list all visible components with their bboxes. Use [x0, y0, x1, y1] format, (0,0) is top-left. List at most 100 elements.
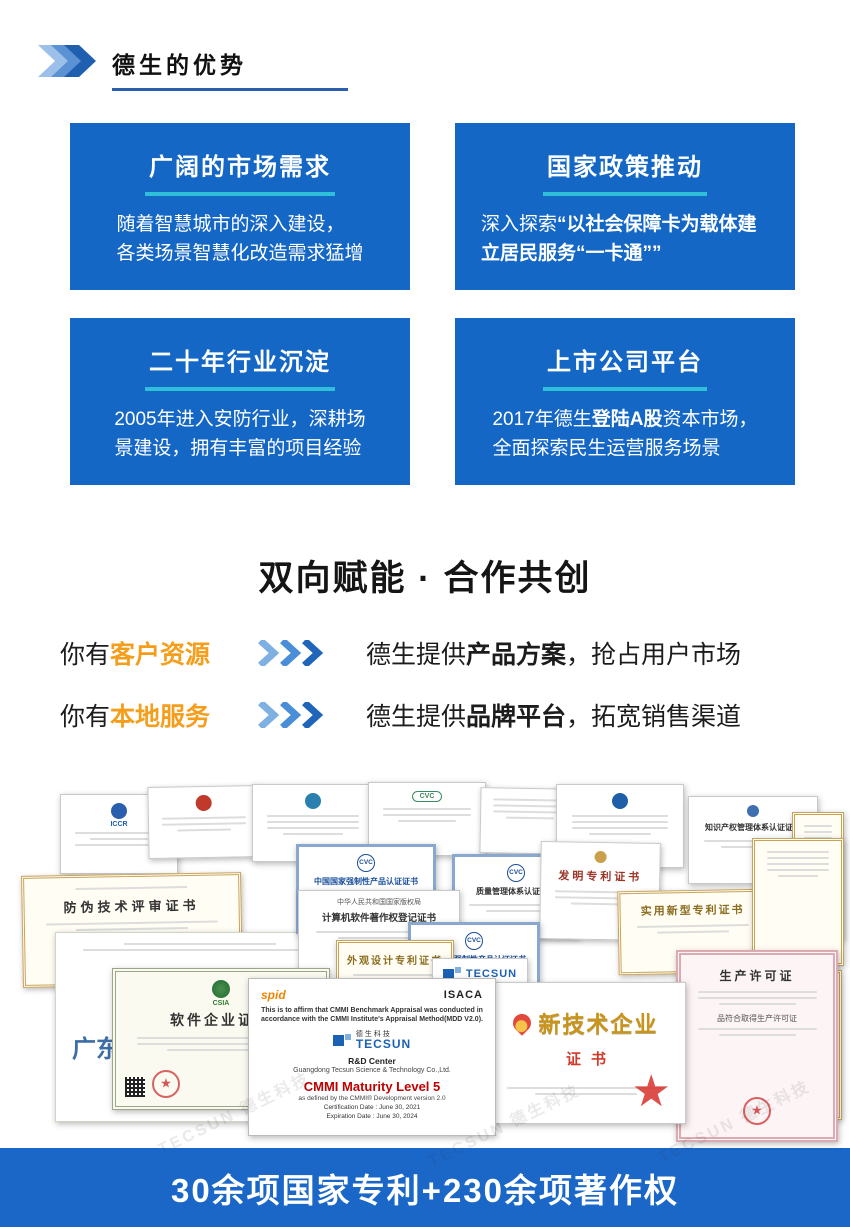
banner-text: 30余项国家专利+230余项著作权: [170, 1171, 680, 1209]
triple-chevron-icon: [258, 640, 366, 666]
offer-suffix: ，抢占用户市场: [566, 641, 742, 669]
cmmi-dept: R&D Center: [348, 1055, 396, 1066]
certificate: CVC: [368, 782, 486, 856]
certificate-subtitle: 证书: [565, 1051, 616, 1068]
certificate-hitech-enterprise: 新技术企业 证书: [486, 982, 686, 1124]
decor-lines: [62, 939, 338, 955]
label-highlight: 本地服务: [110, 703, 211, 731]
decor-lines: [122, 1033, 320, 1055]
card-title: 广阔的市场需求: [145, 147, 335, 196]
certificate-production-license: 生产许可证 品符合取得生产许可证: [676, 950, 838, 1142]
decor-lines: [305, 927, 453, 943]
card-body: 2005年进入安防行业，深耕场 景建设，拥有丰富的项目经验: [114, 406, 365, 463]
card-text-bold: 登陆A股: [591, 409, 663, 430]
emblem-icon: [594, 850, 607, 864]
label-prefix: 你有: [60, 641, 111, 669]
card-title: 二十年行业沉淀: [145, 342, 335, 391]
decor-lines: [687, 987, 827, 1009]
certificate-cmmi: spid ISACA This is to affirm that CMMI B…: [248, 978, 496, 1136]
company-name-cn: 德生科技: [355, 1030, 392, 1038]
certificate-title: 外观设计专利证书: [347, 956, 443, 967]
advantage-card-market: 广阔的市场需求 随着智慧城市的深入建设， 各类场景智慧化改造需求猛增: [70, 123, 410, 290]
cmmi-exp-date: Expiration Date : June 30, 2024: [326, 1112, 418, 1120]
decor-lines: [155, 812, 253, 836]
decor-lines: [627, 920, 759, 938]
tecsun-logo: 德生科技 TECSUN: [332, 1030, 411, 1051]
round-logo-icon: [305, 793, 321, 809]
qr-code: [125, 1077, 145, 1097]
certificate-title: 软件企业证书: [170, 1012, 272, 1028]
cmmi-header: spid ISACA: [261, 988, 483, 1002]
decor-lines: [67, 828, 171, 850]
isaca-logo: ISACA: [443, 989, 483, 1001]
cmmi-cert-date: Certification Date : June 30, 2021: [323, 1103, 421, 1111]
card-text-bold: “以社会保障卡为载体建立居民服务“一卡通””: [481, 214, 757, 264]
red-seal-icon: [743, 1097, 771, 1125]
double-chevron-icon: [38, 45, 96, 77]
logo-square-icon: [442, 968, 454, 980]
advantage-card-listed: 上市公司平台 2017年德生登陆A股资本市场， 全面探索民生运营服务场景: [455, 318, 795, 485]
hitech-title-row: 新技术企业: [509, 1007, 659, 1039]
card-body: 深入探索“以社会保障卡为载体建立居民服务“一卡通””: [481, 211, 769, 268]
cocreate-label: 你有客户资源: [60, 635, 258, 671]
red-seal-icon: [632, 1066, 671, 1117]
tecsun-wordmark: TECSUN: [465, 968, 518, 980]
card-body: 2017年德生登陆A股资本市场， 全面探索民生运营服务场景: [492, 406, 757, 463]
spid-logo: spid: [261, 988, 286, 1002]
decor-lines: [687, 1024, 827, 1040]
cvc-logo: CVC: [411, 791, 443, 802]
certificate-title: 生产许可证: [719, 969, 795, 983]
triple-chevron-icon: [258, 702, 366, 728]
cmmi-level-sub: as defined by the CMMI® Development vers…: [298, 1094, 446, 1102]
certificate-title: 实用新型专利证书: [640, 904, 745, 918]
certificate-title: 防伪技术评审证书: [63, 897, 200, 916]
offer-highlight: 产品方案: [466, 641, 567, 669]
cvc-logo: CVC: [507, 864, 525, 882]
flame-logo-icon: [509, 1010, 536, 1036]
offer-prefix: 德生提供: [366, 703, 467, 731]
certificate-title: 新技术企业: [538, 1012, 659, 1037]
offer-prefix: 德生提供: [366, 641, 467, 669]
offer-suffix: ，拓宽销售渠道: [566, 703, 742, 731]
page-header: 德生的优势: [38, 42, 348, 91]
cvc-logo: CVC: [465, 932, 483, 950]
card-text: 随着智慧城市的深入建设， 各类场景智慧化改造需求猛增: [116, 214, 364, 264]
offer-highlight: 品牌平台: [466, 703, 567, 731]
certificate-title: 计算机软件著作权登记证书: [321, 913, 436, 924]
label-highlight: 客户资源: [110, 641, 211, 669]
advantages-grid: 广阔的市场需求 随着智慧城市的深入建设， 各类场景智慧化改造需求猛增 国家政策推…: [70, 123, 795, 485]
logo-square-icon: [454, 967, 461, 973]
certificates-collage: ICCR CVC 知识产权管理体系认证证书: [0, 782, 850, 1171]
cocreate-row-local-service: 你有本地服务 德生提供品牌平台，拓宽销售渠道: [0, 692, 850, 738]
round-logo-icon: [111, 803, 127, 819]
label-prefix: 你有: [60, 703, 111, 731]
card-text: 2017年德生: [492, 409, 592, 430]
bottom-banner: 30余项国家专利+230余项著作权: [0, 1148, 850, 1227]
card-text: 2005年进入安防行业，深耕场 景建设，拥有丰富的项目经验: [114, 409, 366, 459]
decor-lines: [375, 804, 479, 826]
logo-square-icon: [332, 1035, 344, 1047]
certificate-issuer: 中华人民共和国国家版权局: [337, 899, 421, 906]
cocreate-label: 你有本地服务: [60, 697, 258, 733]
cocreate-offer: 德生提供产品方案，抢占用户市场: [366, 635, 741, 671]
section-title-cocreate: 双向赋能 · 合作共创: [258, 559, 592, 598]
advantage-card-policy: 国家政策推动 深入探索“以社会保障卡为载体建立居民服务“一卡通””: [455, 123, 795, 290]
card-body: 随着智慧城市的深入建设， 各类场景智慧化改造需求猛增: [116, 211, 363, 268]
card-text: 深入探索: [481, 214, 558, 235]
round-logo-icon: [612, 793, 628, 809]
cvc-logo: CVC: [357, 854, 375, 872]
certificate-title: 质量管理体系认证证书: [476, 887, 556, 896]
decor-lines: [493, 1083, 679, 1099]
advantage-card-experience: 二十年行业沉淀 2005年进入安防行业，深耕场 景建设，拥有丰富的项目经验: [70, 318, 410, 485]
card-title: 国家政策推动: [543, 147, 707, 196]
certificate: [752, 838, 844, 966]
cmmi-level: CMMI Maturity Level 5: [303, 1078, 441, 1094]
logo-square-icon: [344, 1033, 351, 1040]
decor-lines: [761, 847, 835, 881]
company-name-en: Guangdong Tecsun Science & Technology Co…: [293, 1066, 451, 1074]
title-underline: [112, 88, 348, 91]
certificate-text: 品符合取得生产许可证: [717, 1014, 797, 1023]
red-seal-icon: [152, 1070, 180, 1098]
tecsun-logo: TECSUN: [442, 967, 518, 980]
